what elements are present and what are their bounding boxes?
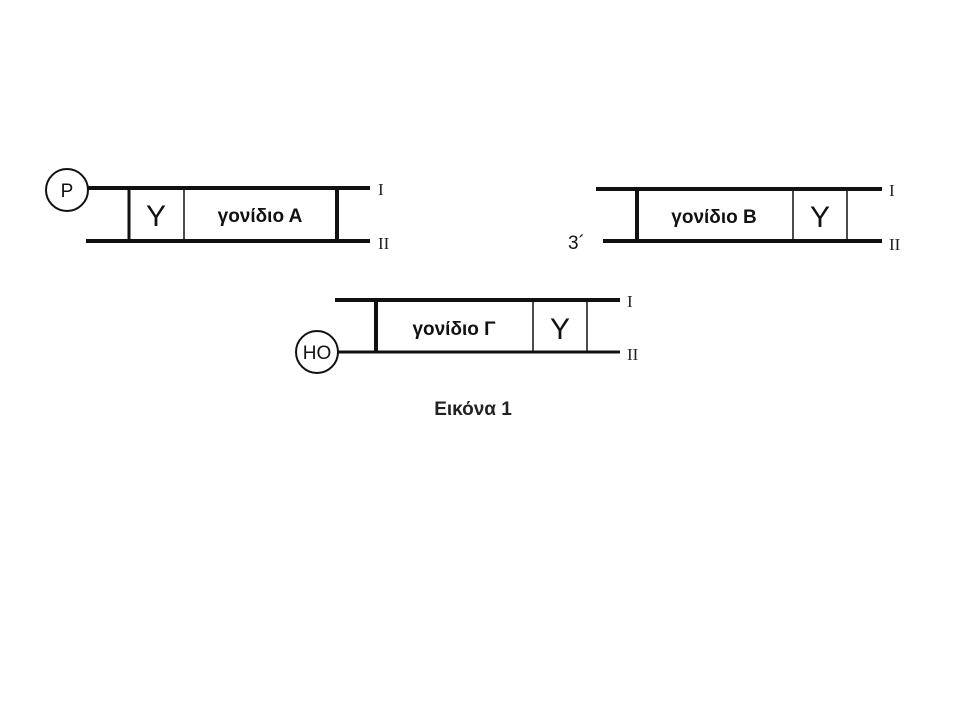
marker-y: Y [810, 201, 830, 234]
figure-caption: Εικόνα 1 [434, 399, 512, 420]
gene-b-label: γονίδιο Β [671, 207, 756, 228]
strand-ii-label: II [378, 234, 390, 253]
marker-y: Y [550, 313, 570, 346]
hydroxyl-label: HO [303, 343, 332, 364]
strand-i-label: I [889, 181, 895, 200]
gene-a-label: γονίδιο Α [218, 206, 303, 227]
fragment-g: HO γονίδιο Γ Y I II [295, 292, 639, 374]
phosphate-label: P [61, 181, 74, 202]
gene-g-label: γονίδιο Γ [412, 319, 496, 340]
three-prime-label: 3´ [568, 233, 585, 254]
fragment-b: 3´ γονίδιο Β Y I II [568, 181, 901, 254]
marker-y: Y [146, 200, 166, 233]
fragment-a: P Y γονίδιο Α I II [45, 168, 390, 253]
hydroxyl-circle [295, 330, 339, 374]
strand-i-label: I [627, 292, 633, 311]
strand-i-label: I [378, 180, 384, 199]
phosphate-circle [45, 168, 89, 212]
strand-ii-label: II [627, 345, 639, 364]
strand-ii-label: II [889, 235, 901, 254]
